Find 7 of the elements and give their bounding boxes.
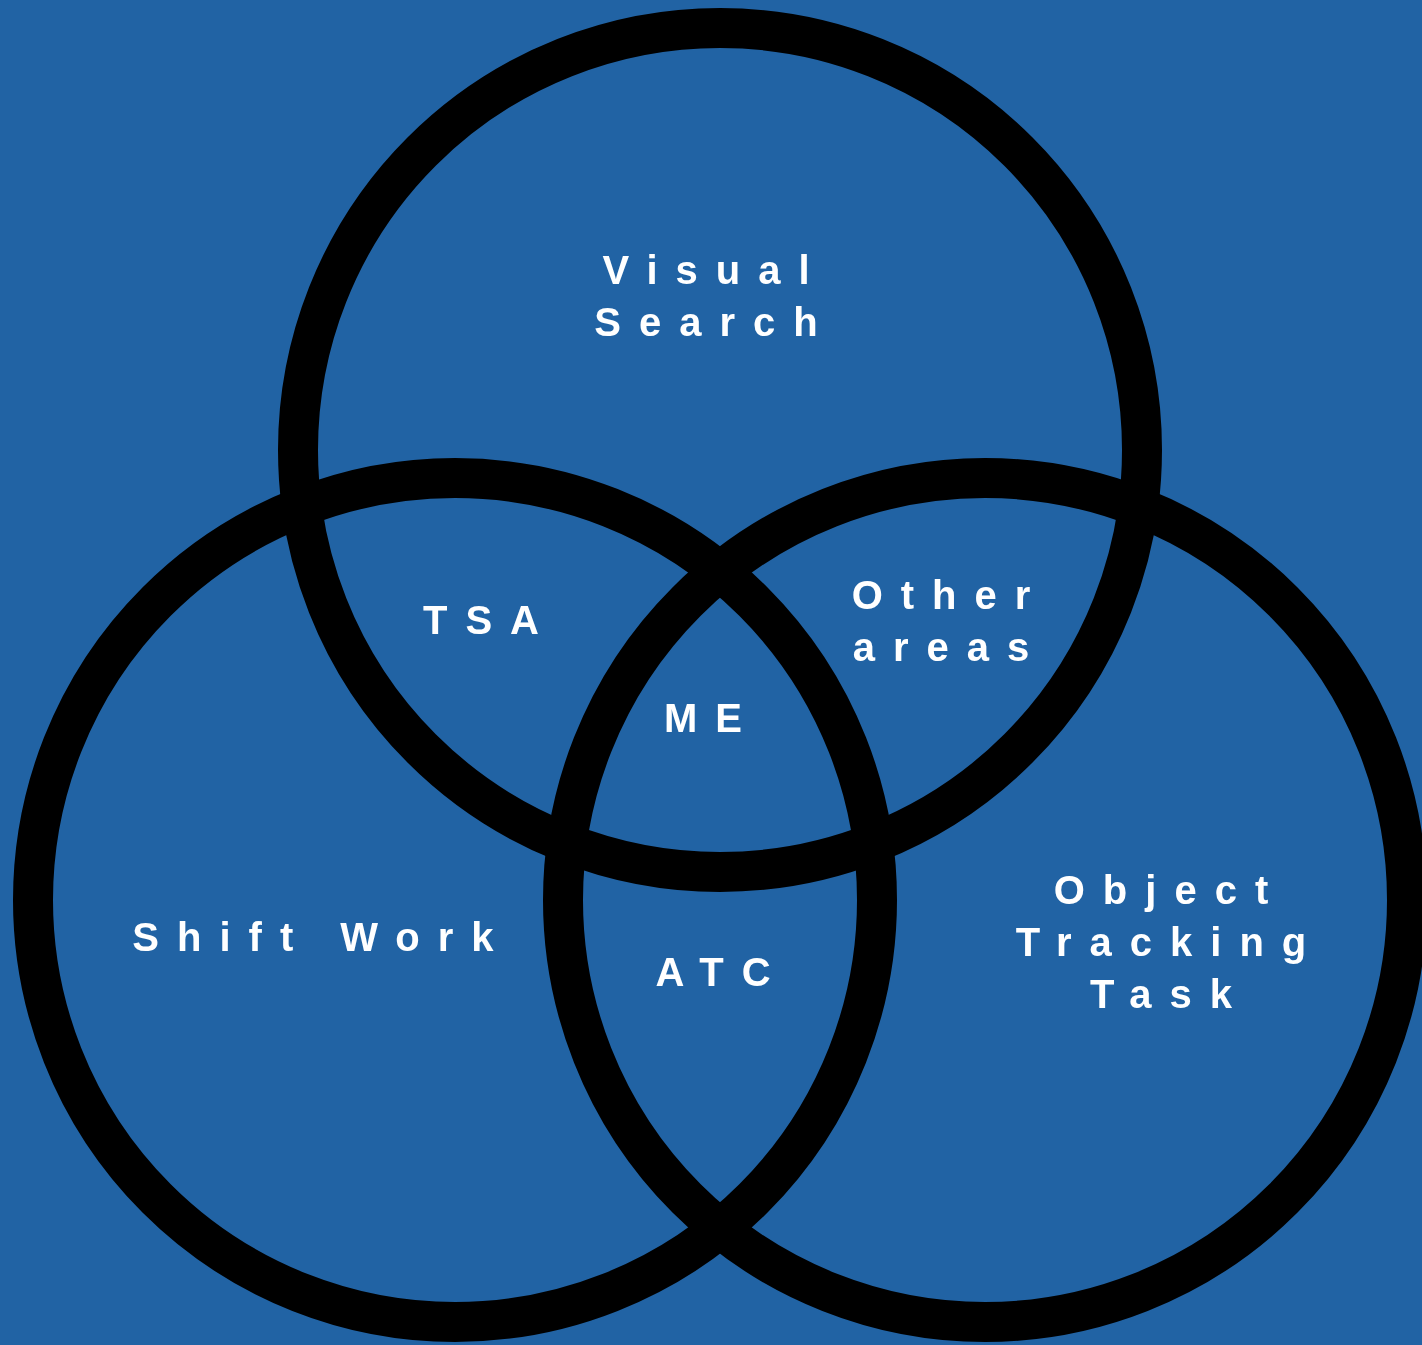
circle-label: Visual Search [593, 247, 837, 346]
circle-label: Object Tracking Task [1014, 867, 1326, 1018]
overlap-label: TSA [422, 597, 558, 644]
overlap-label: Other areas [850, 572, 1050, 671]
overlap-label: ATC [654, 949, 790, 996]
circle-label: Shift Work [131, 914, 513, 961]
overlap-label: ME [663, 695, 761, 742]
